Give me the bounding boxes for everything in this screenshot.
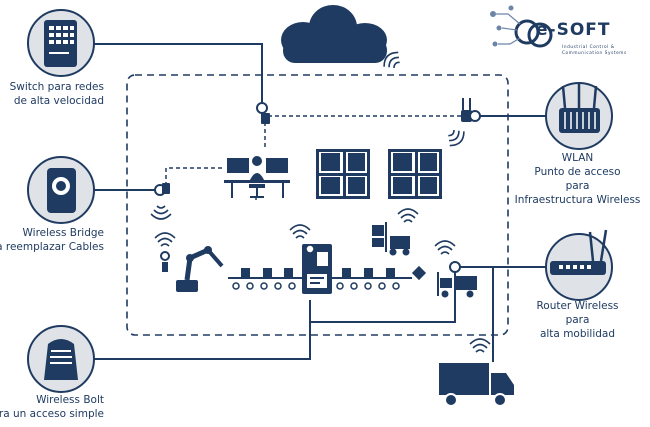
- ap-top-right-icon: [443, 98, 481, 150]
- controller-cabinet-icon: [289, 224, 332, 294]
- tagline-line: Industrial Control &: [562, 44, 615, 49]
- router-device: [545, 229, 613, 301]
- cloud-icon: [281, 5, 387, 63]
- bolt-link: [91, 300, 311, 360]
- wireless-bolt-device: [27, 325, 95, 393]
- wlan-label-line: Punto de acceso: [534, 166, 621, 178]
- wireless-bolt-label: Wireless Bolt para un acceso simple: [0, 393, 104, 421]
- tagline-line: Communication Systems: [562, 50, 627, 55]
- conveyor-belt-icon: [228, 265, 427, 290]
- router-label: Router Wireless para alta mobilidad: [515, 299, 640, 341]
- network-links: [90, 43, 550, 362]
- forklift-icon: [372, 208, 419, 256]
- wlan-label: WLAN Punto de acceso para Infraestructur…: [505, 151, 650, 207]
- line-link: [309, 270, 456, 323]
- operator-workstation-icon: [224, 156, 290, 198]
- switch-link: [90, 43, 263, 108]
- switch-label-line: Switch para redes: [9, 81, 104, 93]
- plant-boundary: [126, 74, 509, 336]
- center-switch-icon: [256, 102, 270, 124]
- router-label-line: Router Wireless: [536, 300, 619, 312]
- delivery-truck-icon: [439, 338, 514, 407]
- router-label-line: alta mobilidad: [539, 328, 616, 340]
- bridge-ap-icon: [150, 183, 172, 220]
- switch-label: Switch para redes de alta velocidad: [10, 80, 104, 108]
- storage-rack-icon: [316, 149, 370, 199]
- router-label-line: para: [565, 314, 590, 326]
- wireless-bridge-label-line: para reemplazar Cables: [0, 241, 104, 253]
- wlan-label-line: WLAN: [561, 152, 594, 164]
- company-name: e-SOFT: [536, 20, 611, 40]
- wlan-label-line: para: [565, 180, 590, 192]
- esoft-logo-icon: [490, 5, 553, 48]
- switch-label-line: de alta velocidad: [13, 95, 104, 107]
- wireless-bridge-device: [27, 156, 95, 224]
- wireless-bolt-label-line: Wireless Bolt: [36, 394, 104, 406]
- wireless-bridge-label-line: Wireless Bridge: [22, 227, 105, 239]
- agv-forklift-icon: [434, 240, 477, 298]
- wireless-bridge-label: Wireless Bridge para reemplazar Cables: [0, 226, 104, 254]
- access-point-device: [545, 82, 613, 150]
- switch-device: [27, 9, 95, 77]
- storage-rack-icon: [388, 149, 442, 199]
- robot-arm-icon: [154, 232, 224, 292]
- wlan-label-line: Infraestructura Wireless: [514, 194, 641, 206]
- company-tagline: Industrial Control & Communication Syste…: [562, 44, 627, 56]
- wireless-bolt-label-line: para un acceso simple: [0, 408, 104, 420]
